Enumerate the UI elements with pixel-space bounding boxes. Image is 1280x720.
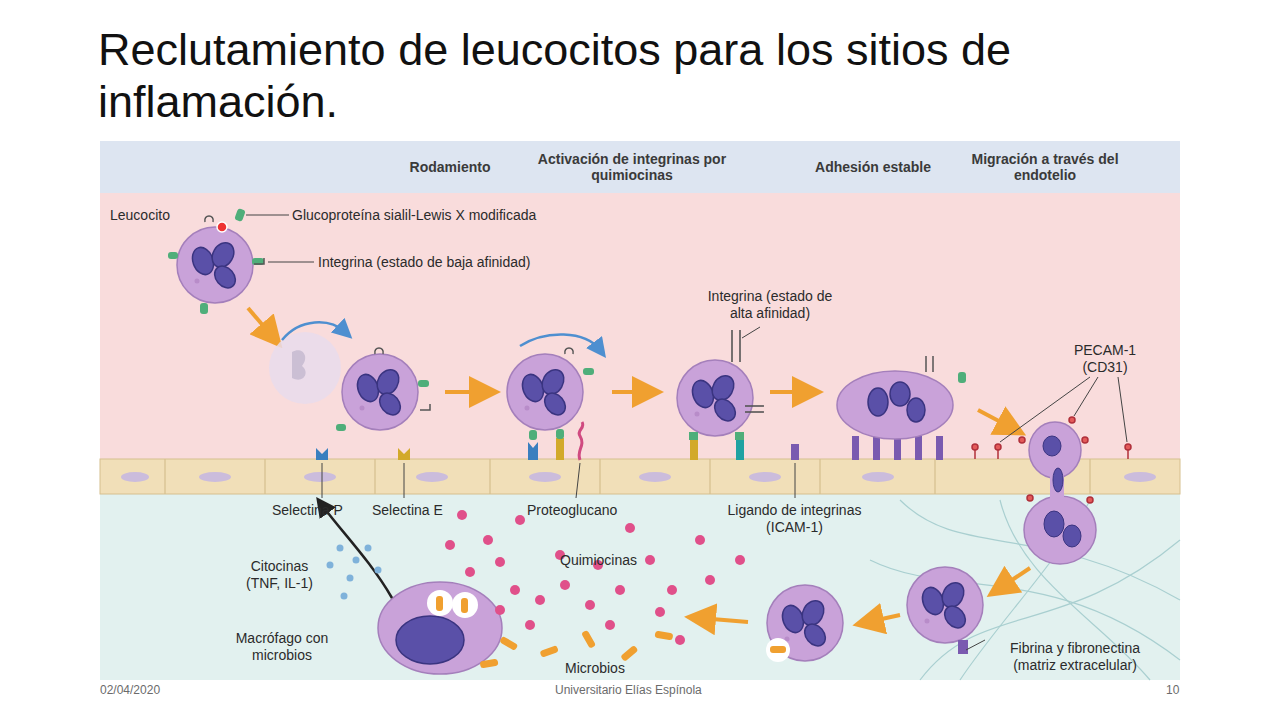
part-label: Leucocito xyxy=(110,207,170,224)
stage-heading: Migración a través del endotelio xyxy=(955,151,1135,183)
part-label: Macrófago con microbios xyxy=(222,630,342,664)
footer-date: 02/04/2020 xyxy=(100,682,160,699)
part-label: Quimiocinas xyxy=(560,552,637,569)
part-label: Integrina (estado de baja afinidad) xyxy=(318,254,530,271)
part-label: Integrina (estado de alta afinidad) xyxy=(705,288,835,322)
part-label: Fibrina y fibronectina (matriz extracelu… xyxy=(990,640,1160,674)
part-label: Glucoproteína sialil-Lewis X modificada xyxy=(292,207,536,224)
part-label: Proteoglucano xyxy=(527,502,617,519)
part-label: Ligando de integrinas (ICAM-1) xyxy=(712,502,877,536)
slide-title: Reclutamiento de leucocitos para los sit… xyxy=(98,24,1198,128)
stage-heading: Adhesión estable xyxy=(793,159,953,175)
stage-heading: Activación de integrinas por quimiocinas xyxy=(532,151,732,183)
stage-heading: Rodamiento xyxy=(350,159,550,175)
part-label: Selectina P xyxy=(272,502,343,519)
part-label: Citocinas (TNF, IL-1) xyxy=(232,558,327,592)
part-label: Selectina E xyxy=(372,502,443,519)
part-label: Microbios xyxy=(565,660,625,677)
stage-band: RodamientoActivación de integrinas por q… xyxy=(100,141,1180,193)
footer-text: Universitario Elías Espínola xyxy=(555,682,702,699)
part-label: PECAM-1 (CD31) xyxy=(1060,342,1150,376)
page-number: 10 xyxy=(1166,682,1179,699)
